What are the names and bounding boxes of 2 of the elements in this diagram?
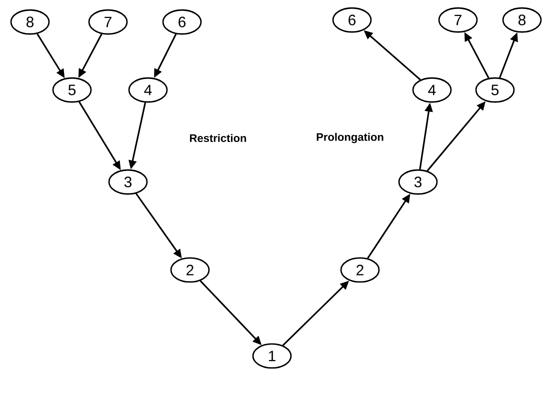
phase-label: Restriction	[190, 134, 246, 142]
phase-label: Prolongation	[316, 132, 384, 144]
